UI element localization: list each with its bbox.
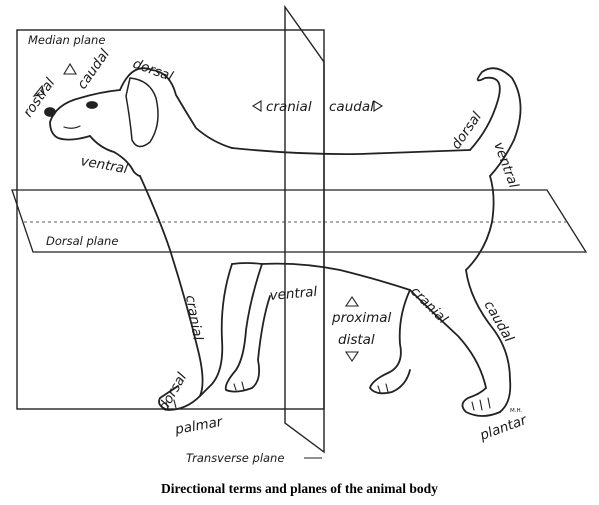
- term-cranial-hindleg: cranial: [407, 284, 451, 328]
- transverse-plane: [284, 4, 325, 459]
- caudal-arrow-icon: [373, 100, 384, 112]
- dorsal-plane: [11, 189, 588, 253]
- rostral-arrow: [32, 84, 45, 97]
- term-dorsal-tail: dorsal: [448, 109, 485, 152]
- artist-signature: M.H.: [510, 408, 523, 414]
- term-caudal-head: caudal: [74, 46, 113, 92]
- figure-caption: Directional terms and planes of the anim…: [161, 481, 438, 496]
- median-plane-label: Median plane: [28, 33, 105, 47]
- term-caudal: caudal: [329, 99, 374, 115]
- directional-terms-diagram: Median plane Dorsal plane Transverse pla…: [11, 4, 588, 465]
- term-ventral-belly: ventral: [269, 284, 318, 304]
- direction-arrows: [32, 62, 384, 362]
- distal-arrow-icon: [344, 351, 360, 362]
- caudal-head-arrow: [63, 62, 77, 75]
- transverse-plane-label: Transverse plane: [186, 451, 284, 465]
- term-dorsal-neck: dorsal: [131, 56, 176, 85]
- term-cranial-foreleg: cranial: [182, 294, 206, 342]
- term-proximal: proximal: [331, 310, 392, 326]
- dog-outline: [44, 67, 522, 417]
- dorsal-plane-label: Dorsal plane: [46, 234, 118, 248]
- term-palmar: palmar: [173, 414, 225, 438]
- proximal-arrow-icon: [344, 296, 360, 307]
- term-cranial: cranial: [266, 99, 312, 115]
- cranial-arrow-icon: [251, 100, 262, 112]
- term-distal: distal: [338, 332, 375, 348]
- term-ventral-tail: ventral: [490, 140, 521, 191]
- median-plane: [16, 29, 325, 410]
